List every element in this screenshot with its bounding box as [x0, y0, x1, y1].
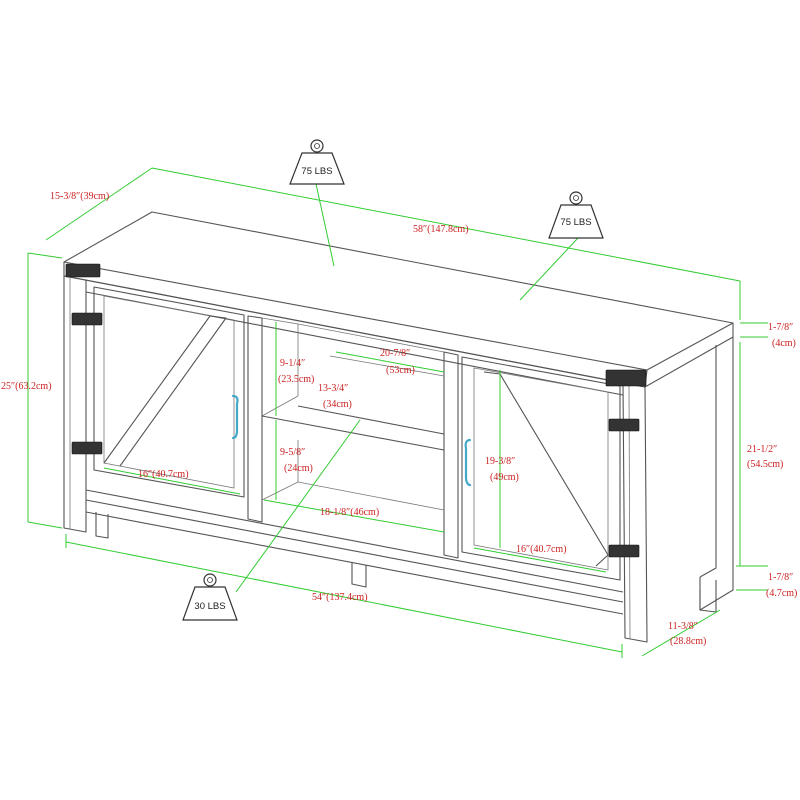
dim-upper-shelf-height-in: 9-1/4″	[280, 358, 305, 369]
dim-middle-depth-cm: (34cm)	[323, 399, 352, 410]
hinges	[65, 263, 647, 558]
dim-middle-width-in: 20-7/8″	[380, 348, 410, 359]
middle-dividers	[247, 315, 459, 559]
dim-door-height-in: 19-3/8″	[485, 456, 515, 467]
left-door-handle[interactable]	[231, 394, 239, 440]
weight-icon: 75 LBS	[548, 191, 604, 239]
dim-middle-depth-in: 13-3/4″	[318, 383, 348, 394]
dim-middle-width-cm: (53cm)	[386, 365, 415, 376]
dim-height-to-top-in: 21-1/2″	[747, 444, 777, 455]
right-side-panel	[699, 337, 734, 611]
weight-label-top-left: 75 LBS	[301, 166, 332, 177]
weight-icon: 30 LBS	[182, 573, 238, 621]
hinge-right-bottom	[608, 544, 640, 558]
dimension-lines	[27, 167, 768, 658]
right-door-handle[interactable]	[464, 438, 472, 487]
dim-door-height-cm: (49cm)	[490, 472, 519, 483]
dimension-labels: 15-3/8″(39cm) 58″(147.8cm) 25″(63.2cm) 1…	[1, 191, 797, 647]
hinge-right-top	[608, 418, 640, 432]
hinge-left-top	[71, 312, 103, 326]
dim-lower-shelf-height-cm: (24cm)	[284, 463, 313, 474]
hinge-left-bottom	[71, 441, 103, 455]
weight-label-top-right: 75 LBS	[560, 217, 591, 228]
dim-upper-shelf-height-cm: (23.5cm)	[278, 374, 314, 385]
dim-width-top: 58″(147.8cm)	[413, 224, 469, 235]
dim-leg-clearance-in: 1-7/8″	[768, 572, 793, 583]
top-slab	[63, 211, 734, 388]
right-door	[461, 356, 621, 581]
bottom-rail	[85, 489, 717, 615]
weight-icon: 75 LBS	[289, 139, 345, 185]
dim-left-door-width: 16″(40.7cm)	[138, 469, 189, 480]
left-front-post	[63, 275, 87, 533]
dim-leg-clearance-cm: (4.7cm)	[766, 588, 797, 599]
dim-overall-height: 25″(63.2cm)	[1, 381, 52, 392]
dim-depth-top: 15-3/8″(39cm)	[50, 191, 109, 202]
top-rail	[85, 279, 624, 396]
corner-bracket-left	[65, 263, 101, 278]
dim-base-depth-in: 11-3/8″	[668, 621, 698, 632]
dim-right-door-width: 16″(40.7cm)	[516, 544, 567, 555]
tv-stand-drawing	[63, 211, 734, 643]
dim-middle-inner-width: 18-1/8″(46cm)	[320, 507, 379, 518]
corner-bracket-right	[605, 369, 647, 387]
dim-top-thickness-cm: (4cm)	[772, 338, 796, 349]
middle-compartment	[261, 317, 445, 511]
left-door	[93, 286, 245, 498]
weight-label-shelf: 30 LBS	[194, 601, 225, 612]
dim-base-width: 54″(137.4cm)	[312, 592, 368, 603]
dim-base-depth-cm: (28.8cm)	[670, 636, 706, 647]
dim-top-thickness-in: 1-7/8″	[768, 322, 793, 333]
dim-height-to-top-cm: (54.5cm)	[747, 459, 783, 470]
dim-lower-shelf-height-in: 9-5/8″	[280, 447, 305, 458]
